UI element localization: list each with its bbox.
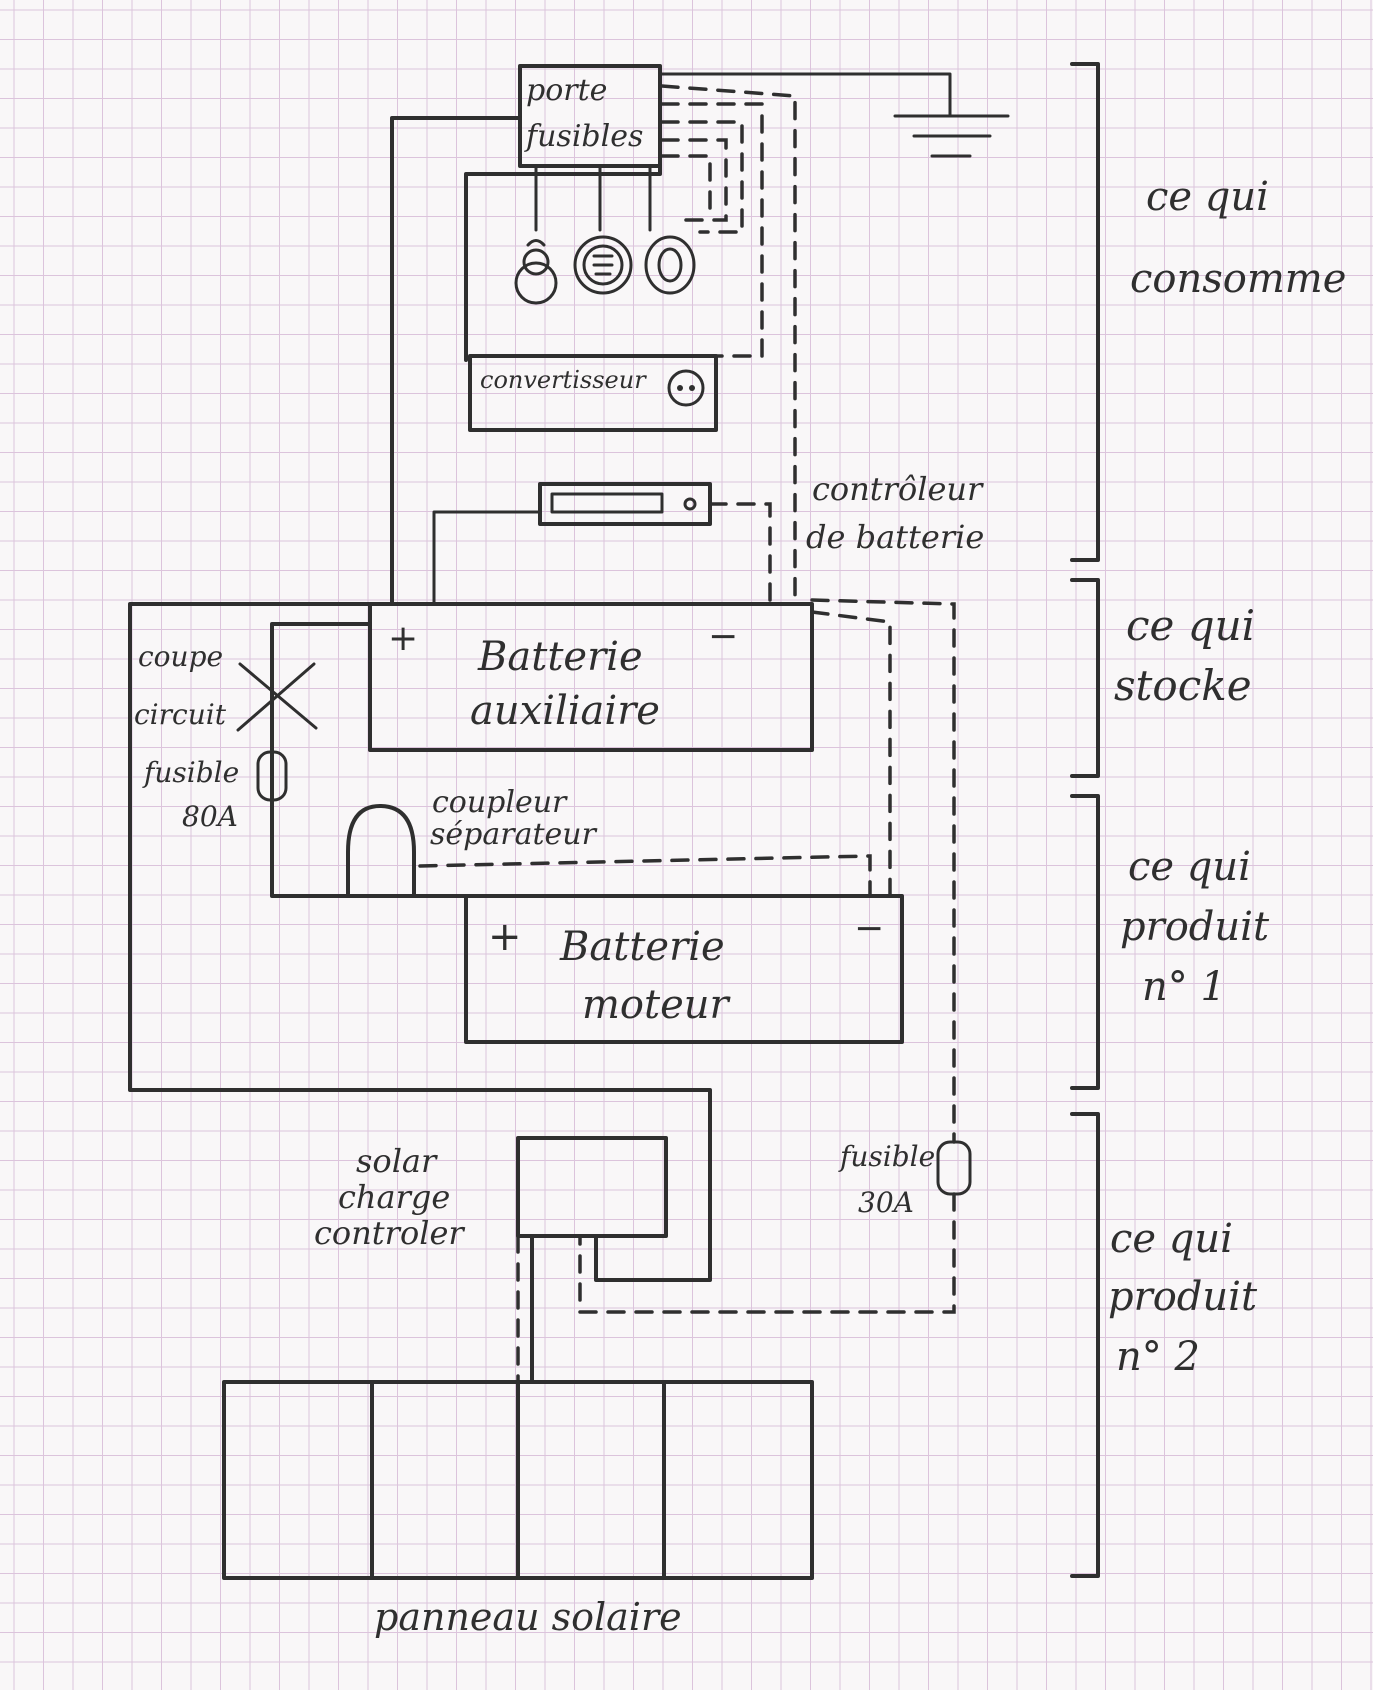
fuse-box-label-2: fusibles [524, 119, 643, 154]
wire-main-positive-loop [128, 602, 712, 1282]
charge-controller-label-3: controler [314, 1214, 465, 1252]
battery-monitor-label-1: contrôleur [812, 470, 984, 508]
wire-breaker-branch [270, 622, 468, 898]
bracket-stores: ce qui stocke [1070, 578, 1255, 778]
fuse-80a-label-1: fusible [142, 756, 239, 789]
fuse-30a-label-2: 30A [858, 1186, 914, 1219]
engine-battery-plus: + [488, 914, 522, 960]
wire-fuse-to-aux-positive [390, 116, 522, 606]
inverter: convertisseur [468, 354, 718, 432]
gauge-icon [573, 235, 633, 295]
coupler-label-1: coupleur [432, 785, 568, 820]
charge-controller-label-2: charge [338, 1178, 450, 1216]
ground-symbol [660, 72, 1010, 158]
negative-wiring-top [660, 84, 797, 602]
group-produces2-3: n° 2 [1116, 1334, 1200, 1380]
aux-battery-minus: − [708, 616, 738, 657]
group-produces2-2: produit [1108, 1274, 1258, 1320]
group-consumes-1: ce qui [1146, 174, 1269, 220]
engine-battery-label-1: Batterie [559, 924, 725, 970]
engine-battery-label-2: moteur [582, 982, 732, 1028]
fuse-box-label-1: porte [526, 73, 607, 108]
group-produces1-1: ce qui [1128, 844, 1251, 890]
aux-battery-label-1: Batterie [477, 634, 643, 680]
bracket-produces-1: ce qui produit n° 1 [1070, 794, 1270, 1090]
aux-battery: + − Batterie auxiliaire [368, 602, 814, 752]
fuse-30a: fusible 30A [838, 1140, 972, 1219]
coupler-separator: coupleur séparateur [346, 785, 872, 898]
circuit-breaker-label-2: circuit [134, 698, 227, 731]
charge-controller-label-1: solar [356, 1142, 438, 1180]
fuse-30a-label-1: fusible [838, 1140, 935, 1173]
aux-battery-plus: + [388, 618, 418, 659]
solar-panel-label: panneau solaire [374, 1595, 682, 1639]
circuit-breaker-icon: coupe circuit [134, 640, 318, 732]
wire-consumer-loop [464, 164, 662, 362]
battery-monitor: contrôleur de batterie [432, 470, 984, 606]
light-bulb-icon [514, 239, 558, 305]
bracket-produces-2: ce qui produit n° 2 [1070, 1112, 1258, 1578]
solar-panel: panneau solaire [222, 1380, 814, 1639]
group-produces2-1: ce qui [1110, 1216, 1233, 1262]
group-produces1-3: n° 1 [1142, 964, 1226, 1010]
inverter-label: convertisseur [480, 366, 647, 394]
group-produces1-2: produit [1120, 904, 1270, 950]
group-consumes-2: consomme [1130, 256, 1346, 302]
negative-wiring-bottom [578, 598, 956, 1314]
aux-battery-label-2: auxiliaire [470, 688, 660, 734]
battery-monitor-label-2: de batterie [806, 518, 984, 556]
engine-battery-minus: − [854, 908, 884, 949]
fuse-80a: fusible 80A [142, 750, 288, 833]
fuse-80a-label-2: 80A [182, 800, 238, 833]
group-stores-2: stocke [1114, 661, 1252, 710]
circuit-breaker-label-1: coupe [138, 640, 223, 673]
group-stores-1: ce qui [1126, 601, 1255, 650]
bracket-consumes: ce qui consomme [1070, 62, 1346, 562]
engine-battery: + − Batterie moteur [464, 894, 904, 1044]
speaker-icon [644, 235, 696, 295]
fuse-box: porte fusibles [518, 64, 662, 168]
coupler-label-2: séparateur [430, 817, 598, 852]
solar-charge-controller: solar charge controler [314, 1136, 668, 1252]
